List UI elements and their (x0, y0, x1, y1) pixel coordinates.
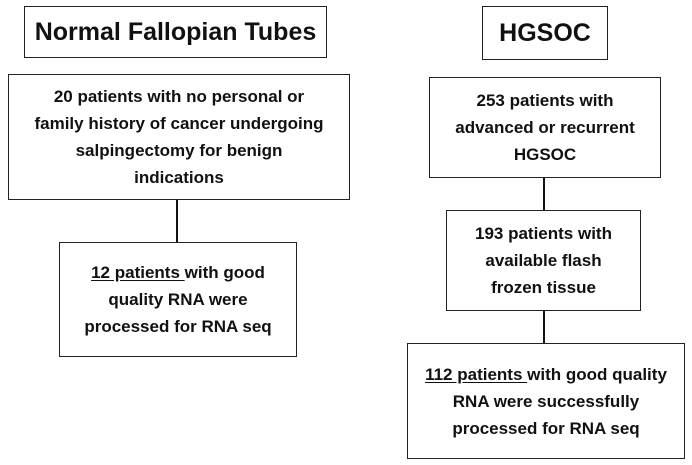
right-step3-text: 112 patients with good quality RNA were … (424, 361, 669, 442)
left-step1-box: 20 patients with no personal or family h… (8, 74, 350, 200)
left-step2-text: 12 patients with good quality RNA were p… (73, 259, 283, 340)
left-step2-emphasis: 12 patients (91, 263, 185, 282)
right-step2-box: 193 patients with available flash frozen… (446, 210, 641, 311)
left-connector-1 (176, 200, 178, 242)
right-step3-emphasis: 112 patients (425, 364, 528, 384)
right-step1-box: 253 patients with advanced or recurrent … (429, 77, 661, 178)
right-connector-1 (543, 178, 545, 210)
right-header-title: HGSOC (499, 18, 591, 47)
right-step1-text: 253 patients with advanced or recurrent … (455, 91, 635, 164)
left-header-box: Normal Fallopian Tubes (24, 6, 327, 58)
right-step2-text: 193 patients with available flash frozen… (475, 224, 612, 297)
left-step2-box: 12 patients with good quality RNA were p… (59, 242, 297, 357)
right-step3-box: 112 patients with good quality RNA were … (407, 343, 685, 459)
right-step3-rest: with good quality RNA were successfully … (452, 364, 667, 438)
left-step2-rest: with good quality RNA were processed for… (84, 263, 272, 336)
left-step1-text: 20 patients with no personal or family h… (34, 87, 324, 187)
right-header-box: HGSOC (482, 6, 608, 60)
left-header-title: Normal Fallopian Tubes (34, 17, 317, 46)
right-connector-2 (543, 311, 545, 343)
